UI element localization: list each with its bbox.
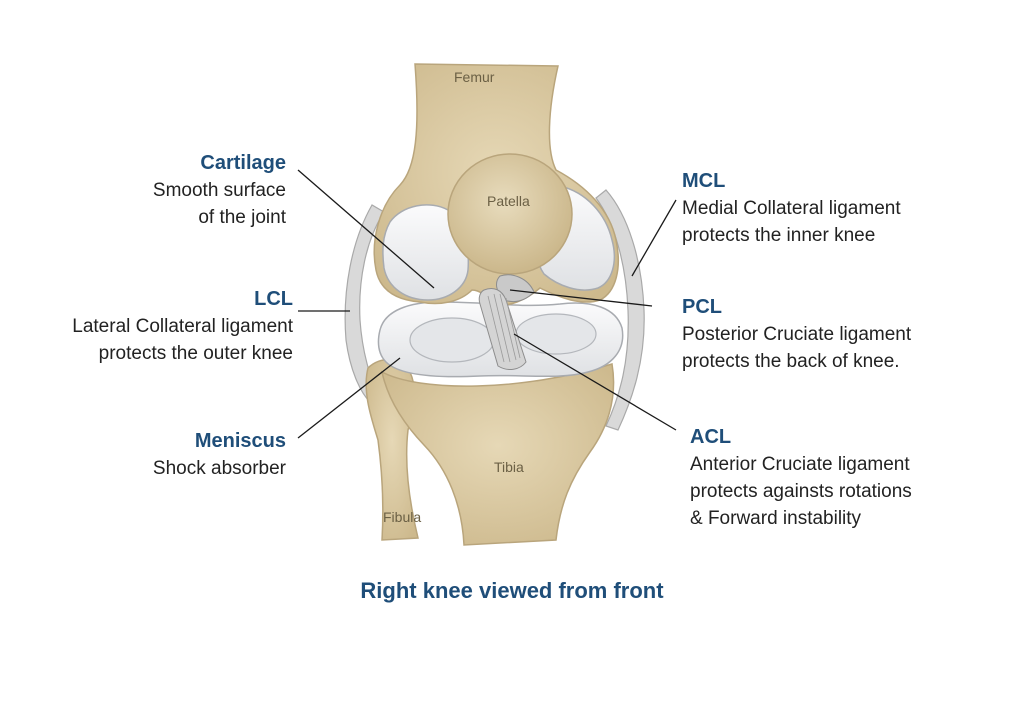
- acl-annotation: ACL Anterior Cruciate ligament protects …: [690, 424, 912, 532]
- mcl-title: MCL: [682, 170, 726, 192]
- meniscus-inner-right: [515, 313, 597, 355]
- leader-line-pcl: [509, 289, 653, 307]
- patella-bone: [447, 153, 573, 275]
- meniscus-title: Meniscus: [194, 430, 286, 452]
- cartilage-title: Cartilage: [200, 152, 286, 174]
- cartilage-desc-line: Smooth surface: [152, 180, 286, 201]
- mcl-desc-line: Medial Collateral ligament: [682, 198, 901, 219]
- leader-line-meniscus: [297, 357, 401, 439]
- cartilage-desc-line: of the joint: [198, 207, 286, 228]
- fibula-label: Fibula: [383, 509, 421, 525]
- acl-desc-line: protects againsts rotations: [690, 481, 912, 502]
- cartilage-left-condyle: [382, 204, 470, 301]
- mcl-annotation: MCL Medial Collateral ligament protects …: [682, 168, 901, 249]
- pcl-annotation: PCL Posterior Cruciate ligament protects…: [682, 294, 911, 375]
- meniscus-inner-left: [409, 317, 495, 363]
- leader-line-cartilage: [297, 169, 435, 289]
- meniscus-annotation: Meniscus Shock absorber: [153, 428, 286, 482]
- pcl-desc-line: Posterior Cruciate ligament: [682, 324, 912, 345]
- pcl-ligament: [496, 274, 535, 303]
- lcl-annotation: LCL Lateral Collateral ligament protects…: [72, 286, 293, 367]
- mcl-desc-line: protects the inner knee: [682, 225, 876, 246]
- acl-desc-line: & Forward instability: [690, 508, 862, 529]
- pcl-title: PCL: [682, 296, 722, 318]
- femur-label: Femur: [454, 69, 495, 85]
- pcl-desc-line: protects the back of knee.: [682, 351, 900, 372]
- leader-line-mcl: [631, 199, 677, 277]
- cartilage-annotation: Cartilage Smooth surface of the joint: [153, 150, 286, 231]
- cruciate-ligaments: [478, 274, 535, 370]
- lcl-desc-line: Lateral Collateral ligament: [72, 316, 293, 337]
- acl-desc-line: Anterior Cruciate ligament: [690, 454, 910, 475]
- meniscus-desc-line: Shock absorber: [152, 458, 286, 479]
- tibia-label: Tibia: [494, 459, 524, 475]
- leader-line-acl: [513, 333, 677, 431]
- acl-title: ACL: [690, 426, 732, 448]
- mcl-ligament: [595, 189, 645, 431]
- lcl-desc-line: protects the outer knee: [98, 343, 293, 364]
- patella-label: Patella: [487, 193, 530, 209]
- diagram-caption: Right knee viewed from front: [360, 578, 664, 603]
- lcl-title: LCL: [254, 288, 293, 310]
- tibia-bone: [380, 363, 615, 546]
